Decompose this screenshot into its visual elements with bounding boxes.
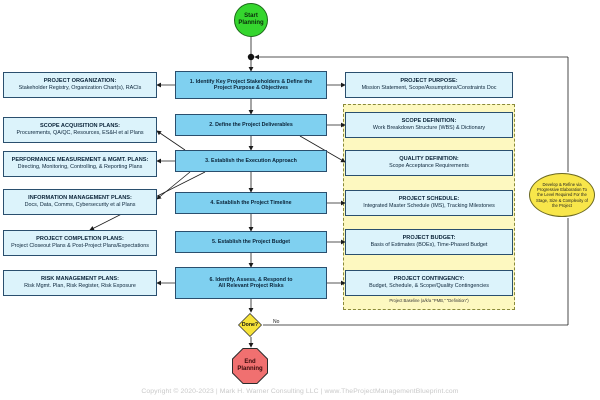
step-2-deliverables: 2. Define the Project Deliverables	[175, 114, 327, 136]
project-schedule-title: PROJECT SCHEDULE:	[398, 196, 460, 203]
connector-step-2-to-quality	[299, 135, 346, 163]
no-branch-label: No	[273, 319, 280, 325]
step-1-line-1: 1. Identify Key Project Stakeholders & D…	[189, 78, 313, 85]
step-5-budget: 5. Establish the Project Budget	[175, 231, 327, 253]
junction-dot	[247, 53, 255, 61]
quality-definition-box: QUALITY DEFINITION: Scope Acceptance Req…	[345, 150, 513, 176]
end-planning-node: End Planning	[232, 348, 268, 384]
risk-management-title: RISK MANAGEMENT PLANS:	[40, 276, 119, 283]
scope-acquisition-detail: Procurements, QA/QC, Resources, ES&H et …	[16, 130, 144, 137]
project-organization-title: PROJECT ORGANIZATION:	[43, 78, 117, 85]
connector-step-3-to-acquisition	[156, 130, 186, 151]
step-4-timeline: 4. Establish the Project Timeline	[175, 192, 327, 214]
step-1-stakeholders-purpose: 1. Identify Key Project Stakeholders & D…	[175, 71, 327, 99]
end-label-line-2: Planning	[237, 366, 263, 372]
project-contingency-detail: Budget, Schedule, & Scope/Quality Contin…	[369, 283, 489, 290]
scope-definition-box: SCOPE DEFINITION: Work Breakdown Structu…	[345, 112, 513, 138]
information-management-box: INFORMATION MANAGEMENT PLANS: Docs, Data…	[3, 189, 157, 215]
start-label-line-1: Start	[244, 13, 258, 20]
project-completion-title: PROJECT COMPLETION PLANS:	[36, 236, 124, 243]
step-4-label: 4. Establish the Project Timeline	[210, 199, 292, 206]
project-purpose-title: PROJECT PURPOSE:	[400, 78, 458, 85]
project-contingency-title: PROJECT CONTINGENCY:	[393, 276, 465, 283]
step-6-line-1: 6. Identify, Assess, & Respond to	[209, 276, 293, 283]
step-3-execution-approach: 3. Establish the Execution Approach	[175, 150, 327, 172]
progressive-elaboration-note: Develop & Refine via Progressive Elabora…	[529, 173, 595, 217]
project-schedule-box: PROJECT SCHEDULE: Integrated Master Sche…	[345, 190, 513, 216]
scope-definition-title: SCOPE DEFINITION:	[401, 118, 457, 125]
step-3-label: 3. Establish the Execution Approach	[205, 157, 297, 164]
project-budget-title: PROJECT BUDGET:	[402, 235, 456, 242]
step-5-label: 5. Establish the Project Budget	[212, 238, 290, 245]
project-completion-box: PROJECT COMPLETION PLANS: Project Closeo…	[3, 230, 157, 256]
scope-acquisition-title: SCOPE ACQUISITION PLANS:	[40, 123, 120, 130]
start-label-line-2: Planning	[238, 20, 264, 26]
step-6-line-2: All Relevant Project Risks	[218, 283, 284, 289]
scope-acquisition-box: SCOPE ACQUISITION PLANS: Procurements, Q…	[3, 117, 157, 143]
project-organization-box: PROJECT ORGANIZATION: Stakeholder Regist…	[3, 72, 157, 98]
step-2-label: 2. Define the Project Deliverables	[209, 121, 293, 128]
performance-measurement-title: PERFORMANCE MEASUREMENT & MGMT. PLANS:	[11, 157, 149, 164]
step-1-line-2: Project Purpose & Objectives	[213, 85, 289, 91]
performance-measurement-detail: Directing, Monitoring, Controlling, & Re…	[17, 164, 143, 171]
project-completion-detail: Project Closeout Plans & Post-Project Pl…	[11, 243, 149, 250]
copyright-footer: Copyright © 2020-2023 | Mark H. Warner C…	[141, 388, 459, 395]
risk-management-detail: Risk Mgmt. Plan, Risk Register, Risk Exp…	[24, 283, 136, 290]
project-budget-box: PROJECT BUDGET: Basis of Estimates (BOEs…	[345, 229, 513, 255]
project-schedule-detail: Integrated Master Schedule (IMS), Tracki…	[363, 203, 495, 210]
start-planning-node: Start Planning	[234, 3, 268, 37]
step-6-risks: 6. Identify, Assess, & Respond to All Re…	[175, 267, 327, 299]
done-decision: Done?	[238, 313, 262, 337]
project-budget-detail: Basis of Estimates (BOEs), Time-Phased B…	[370, 242, 488, 249]
performance-measurement-box: PERFORMANCE MEASUREMENT & MGMT. PLANS: D…	[3, 151, 157, 177]
project-organization-detail: Stakeholder Registry, Organization Chart…	[18, 85, 142, 92]
information-management-detail: Docs, Data, Comms, Cybersecurity et al P…	[24, 202, 136, 209]
project-contingency-box: PROJECT CONTINGENCY: Budget, Schedule, &…	[345, 270, 513, 296]
connector-step-3-to-information	[156, 171, 191, 200]
progressive-elaboration-text: Develop & Refine via Progressive Elabora…	[536, 182, 588, 208]
project-purpose-box: PROJECT PURPOSE: Mission Statement, Scop…	[345, 72, 513, 98]
end-label-line-1: End	[244, 359, 256, 366]
project-baseline-label: Project Baseline (a/k/a "PMB," "Definiti…	[389, 298, 469, 303]
information-management-title: INFORMATION MANAGEMENT PLANS:	[28, 195, 132, 202]
quality-definition-title: QUALITY DEFINITION:	[399, 156, 459, 163]
scope-definition-detail: Work Breakdown Structure (WBS) & Diction…	[372, 125, 486, 132]
quality-definition-detail: Scope Acceptance Requirements	[389, 163, 469, 170]
risk-management-box: RISK MANAGEMENT PLANS: Risk Mgmt. Plan, …	[3, 270, 157, 296]
done-decision-label: Done?	[241, 322, 259, 328]
project-purpose-detail: Mission Statement, Scope/Assumptions/Con…	[361, 85, 497, 92]
